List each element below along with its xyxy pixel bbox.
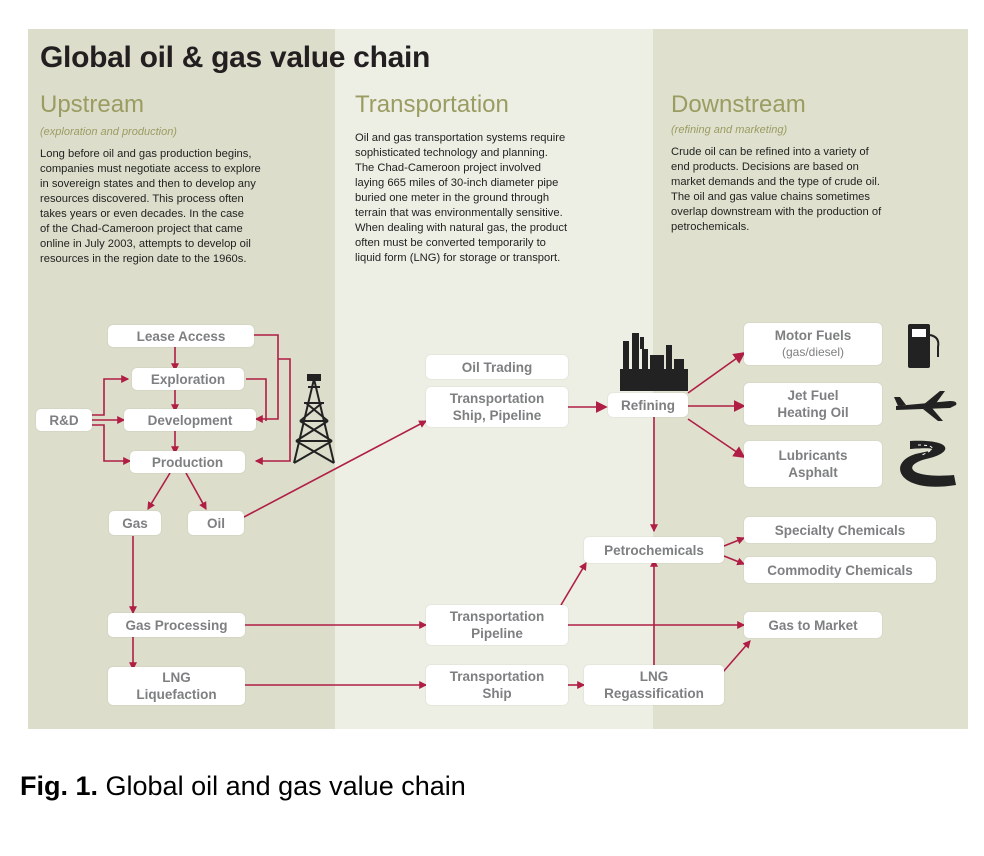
node-lng-liquefaction: LNG Liquefaction <box>108 667 245 705</box>
node-motor-fuels: Motor Fuels (gas/diesel) <box>744 323 882 365</box>
node-jet-fuel-heating-oil: Jet Fuel Heating Oil <box>744 383 882 425</box>
node-lease-access: Lease Access <box>108 325 254 347</box>
arrow-lease-to-production <box>254 358 291 465</box>
transportation-text-line: When dealing with natural gas, the produ… <box>355 222 568 234</box>
figure-panel: Global oil & gas value chain Upstream (e… <box>28 29 968 729</box>
motor-fuels-sublabel: (gas/diesel) <box>781 345 845 359</box>
value-chain-diagram <box>92 324 957 689</box>
arrow-exploration-link <box>246 378 267 421</box>
upstream-text-line: resources discovered. This process often <box>40 193 244 205</box>
node-gas-processing: Gas Processing <box>108 613 245 637</box>
upstream-text-line: online in July 2003, attempts to develop… <box>40 238 251 250</box>
arrow-pipeline-to-petrochemicals <box>560 561 587 606</box>
refinery-icon <box>620 333 688 391</box>
upstream-text-line: of the Chad-Cameroon project that came <box>40 223 243 235</box>
node-commodity-chemicals: Commodity Chemicals <box>744 557 936 583</box>
transportation-text-line: often must be converted temporarily to <box>355 237 546 249</box>
transportation-text-line: The Chad-Cameroon project involved <box>355 162 541 174</box>
upstream-text-line: takes years or even decades. In the case <box>40 208 244 220</box>
node-gas: Gas <box>109 511 161 535</box>
arrow-petrochem-to-specialty <box>723 536 746 547</box>
upstream-text-line: companies must negotiate access to explo… <box>40 163 261 175</box>
node-lubricants-asphalt: Lubricants Asphalt <box>744 441 882 487</box>
node-oil-trading: Oil Trading <box>426 355 568 379</box>
node-petrochemicals: Petrochemicals <box>584 537 724 563</box>
node-refining: Refining <box>608 393 688 417</box>
figure-title: Global oil & gas value chain <box>40 41 431 74</box>
airplane-icon <box>894 391 957 421</box>
figure-caption: Fig. 1. Global oil and gas value chain <box>20 771 466 802</box>
node-exploration: Exploration <box>132 368 244 390</box>
upstream-text-line: Long before oil and gas production begin… <box>40 148 252 160</box>
downstream-text-line: Crude oil can be refined into a variety … <box>671 146 869 158</box>
upstream-text-line: resources in the region date to the 1960… <box>40 253 247 265</box>
motor-fuels-label: Motor Fuels <box>774 328 852 343</box>
arrow-lease-to-development <box>246 334 279 423</box>
node-production: Production <box>130 451 245 473</box>
downstream-subtitle: (refining and marketing) <box>671 124 788 136</box>
arrow-production-to-gas <box>147 472 171 511</box>
node-transportation-ship-pipeline: Transportation Ship, Pipeline <box>426 387 568 427</box>
arrow-refining-to-lubricants <box>687 418 746 459</box>
downstream-title: Downstream <box>671 91 806 118</box>
downstream-text-line: The oil and gas value chains sometimes <box>671 191 870 203</box>
transportation-text-line: sophisticated technology and planning. <box>355 147 548 159</box>
downstream-text-line: market demands and the type of crude oil… <box>671 176 880 188</box>
arrow-production-to-oil <box>185 472 207 511</box>
node-gas-to-market: Gas to Market <box>744 612 882 638</box>
transportation-text: Oil and gas transportation systems requi… <box>355 131 645 266</box>
fuel-pump-icon <box>908 324 940 368</box>
upstream-title: Upstream <box>40 91 145 118</box>
node-transportation-pipeline: Transportation Pipeline <box>426 605 568 645</box>
arrow-petrochem-to-commodity <box>723 555 746 566</box>
transportation-title: Transportation <box>355 91 509 118</box>
transportation-text-line: laying 665 miles of 30-inch diameter pip… <box>355 177 559 189</box>
arrow-refining-to-motor-fuels <box>687 351 746 394</box>
node-lng-regassification: LNG Regassification <box>584 665 724 705</box>
node-specialty-chemicals: Specialty Chemicals <box>744 517 936 543</box>
arrow-oil-to-transport <box>243 420 428 518</box>
downstream-text-line: petrochemicals. <box>671 221 750 233</box>
transportation-text-line: liquid form (LNG) for storage or transpo… <box>355 252 561 264</box>
transportation-text-line: buried one meter in the ground through <box>355 192 550 204</box>
caption-label: Fig. 1. <box>20 771 99 801</box>
node-development: Development <box>124 409 256 431</box>
node-rd: R&D <box>36 409 92 431</box>
arrow-regassification-to-gas-market <box>722 640 751 673</box>
node-transportation-ship: Transportation Ship <box>426 665 568 705</box>
upstream-text: Long before oil and gas production begin… <box>40 147 330 267</box>
node-oil: Oil <box>188 511 244 535</box>
caption-text: Global oil and gas value chain <box>98 771 466 801</box>
arrow-rd-to-exploration <box>92 375 130 416</box>
transportation-text-line: Oil and gas transportation systems requi… <box>355 132 566 144</box>
oil-derrick-icon <box>293 374 335 464</box>
downstream-text: Crude oil can be refined into a variety … <box>671 145 963 235</box>
arrow-rd-to-production <box>92 424 132 465</box>
downstream-text-line: end products. Decisions are based on <box>671 161 859 173</box>
road-icon <box>900 440 956 487</box>
downstream-text-line: overlap downstream with the production o… <box>671 206 882 218</box>
upstream-subtitle: (exploration and production) <box>40 126 177 138</box>
transportation-text-line: terrain that was environmentally sensiti… <box>355 207 563 219</box>
upstream-text-line: in sovereign states and then to develop … <box>40 178 256 190</box>
